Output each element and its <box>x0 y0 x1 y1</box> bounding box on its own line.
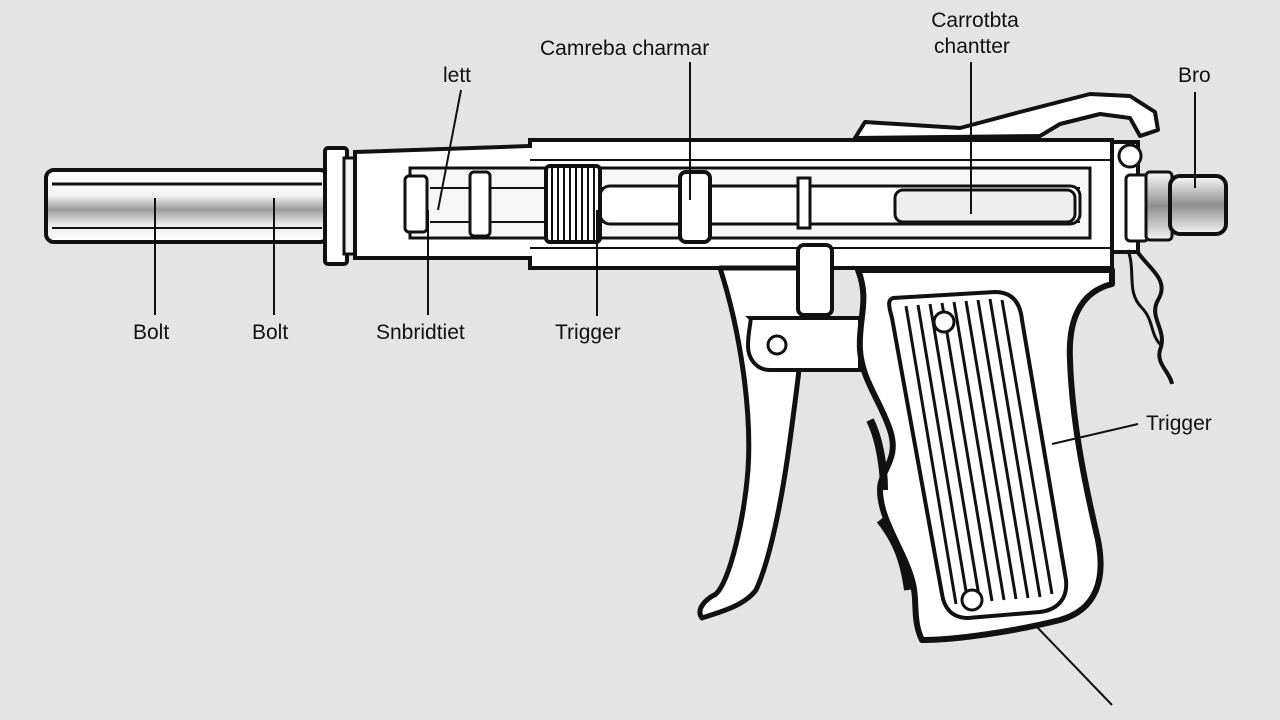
leader-grip-bottom <box>1035 625 1113 706</box>
barrel <box>44 168 330 244</box>
leader-lines <box>154 62 1196 706</box>
channel-collars <box>403 170 812 244</box>
label-bro: Bro <box>1178 64 1211 87</box>
label-trigger-right: Trigger <box>1146 412 1212 435</box>
label-lett: lett <box>443 64 472 87</box>
leader-trigger-right <box>1051 423 1139 445</box>
leader-lett <box>437 89 462 211</box>
label-camreba-charmar: Camreba charmar <box>540 37 710 60</box>
label-carrotbta-line1: Carrotbta <box>931 9 1019 32</box>
label-bolt-left: Bolt <box>133 321 170 344</box>
label-carrotbta-line2: chantter <box>934 35 1010 58</box>
grip-checkering <box>904 298 1054 605</box>
trigger-link <box>745 243 862 372</box>
knurled-ring <box>544 164 602 244</box>
hammer-spur <box>853 92 1160 140</box>
pistol-grip <box>855 267 1115 643</box>
label-trigger-mid: Trigger <box>555 321 621 344</box>
hanging-spring <box>1126 248 1174 385</box>
label-snbridtiet: Snbridtiet <box>376 321 465 344</box>
label-bolt-right: Bolt <box>252 321 289 344</box>
rear-housing <box>1110 140 1228 254</box>
